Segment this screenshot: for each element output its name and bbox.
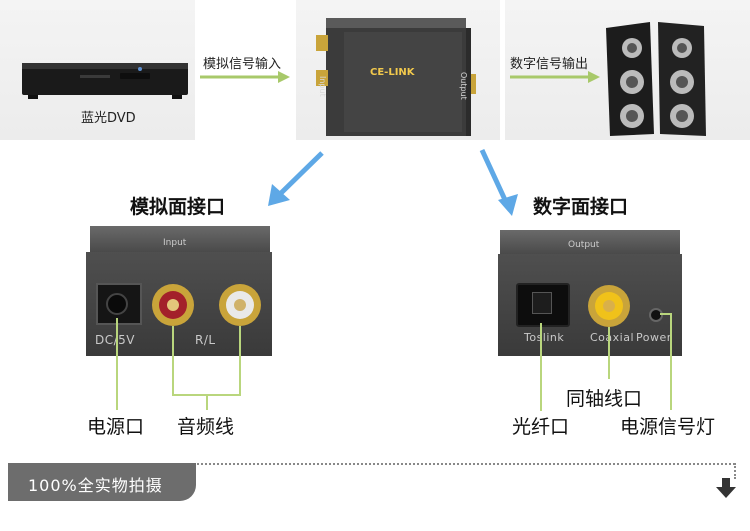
blue-arrow-left bbox=[268, 151, 324, 206]
audio-callout-line-white bbox=[239, 326, 241, 396]
optical-callout-line bbox=[540, 323, 542, 411]
footer-dotted-line-right bbox=[734, 463, 736, 479]
footer-dotted-line bbox=[8, 463, 735, 465]
power-led-callout-line-h bbox=[660, 313, 672, 315]
optical-port-callout: 光纤口 bbox=[512, 416, 570, 438]
digital-panel-heading: 数字面接口 bbox=[533, 196, 629, 218]
audio-callout-line-red bbox=[172, 326, 174, 396]
dvd-caption: 蓝光DVD bbox=[81, 111, 136, 126]
dc-5v-print: DC/5V bbox=[95, 333, 136, 347]
power-led-callout-line-v bbox=[670, 314, 672, 410]
coaxial-port-callout: 同轴线口 bbox=[566, 388, 643, 410]
toslink-print: Toslink bbox=[524, 331, 565, 344]
converter-brand: CE-LINK bbox=[370, 67, 415, 78]
footer-label: 100%全实物拍摄 bbox=[28, 476, 163, 495]
down-arrow-icon[interactable] bbox=[714, 478, 738, 500]
audio-callout-line-drop bbox=[206, 394, 208, 410]
coaxial-callout-line bbox=[608, 327, 610, 379]
coaxial-print: Coaxial bbox=[590, 331, 635, 344]
analog-input-arrow bbox=[200, 71, 290, 83]
digital-output-label: 数字信号输出 bbox=[510, 57, 589, 72]
analog-panel-top bbox=[90, 226, 270, 252]
rl-print: R/L bbox=[195, 333, 216, 347]
converter-output-side-text: Output bbox=[459, 72, 468, 100]
power-led-callout: 电源信号灯 bbox=[620, 416, 716, 438]
audio-line-callout: 音频线 bbox=[177, 416, 235, 438]
power-port-callout: 电源口 bbox=[87, 416, 145, 438]
footer-tab bbox=[8, 463, 196, 501]
digital-panel-title: Output bbox=[568, 240, 600, 250]
digital-output-arrow bbox=[510, 71, 600, 83]
converter-input-side-text: Input bbox=[318, 76, 327, 97]
analog-input-label: 模拟信号输入 bbox=[203, 57, 282, 72]
power-led bbox=[649, 308, 663, 322]
converter-device bbox=[316, 10, 477, 138]
blue-arrow-right bbox=[479, 148, 518, 216]
power-port-callout-line bbox=[116, 318, 118, 410]
digital-panel-top bbox=[500, 230, 680, 254]
analog-panel-title: Input bbox=[163, 238, 187, 248]
dc-jack-hole bbox=[106, 293, 128, 315]
power-print: Power bbox=[636, 331, 672, 344]
analog-panel-heading: 模拟面接口 bbox=[130, 196, 226, 218]
